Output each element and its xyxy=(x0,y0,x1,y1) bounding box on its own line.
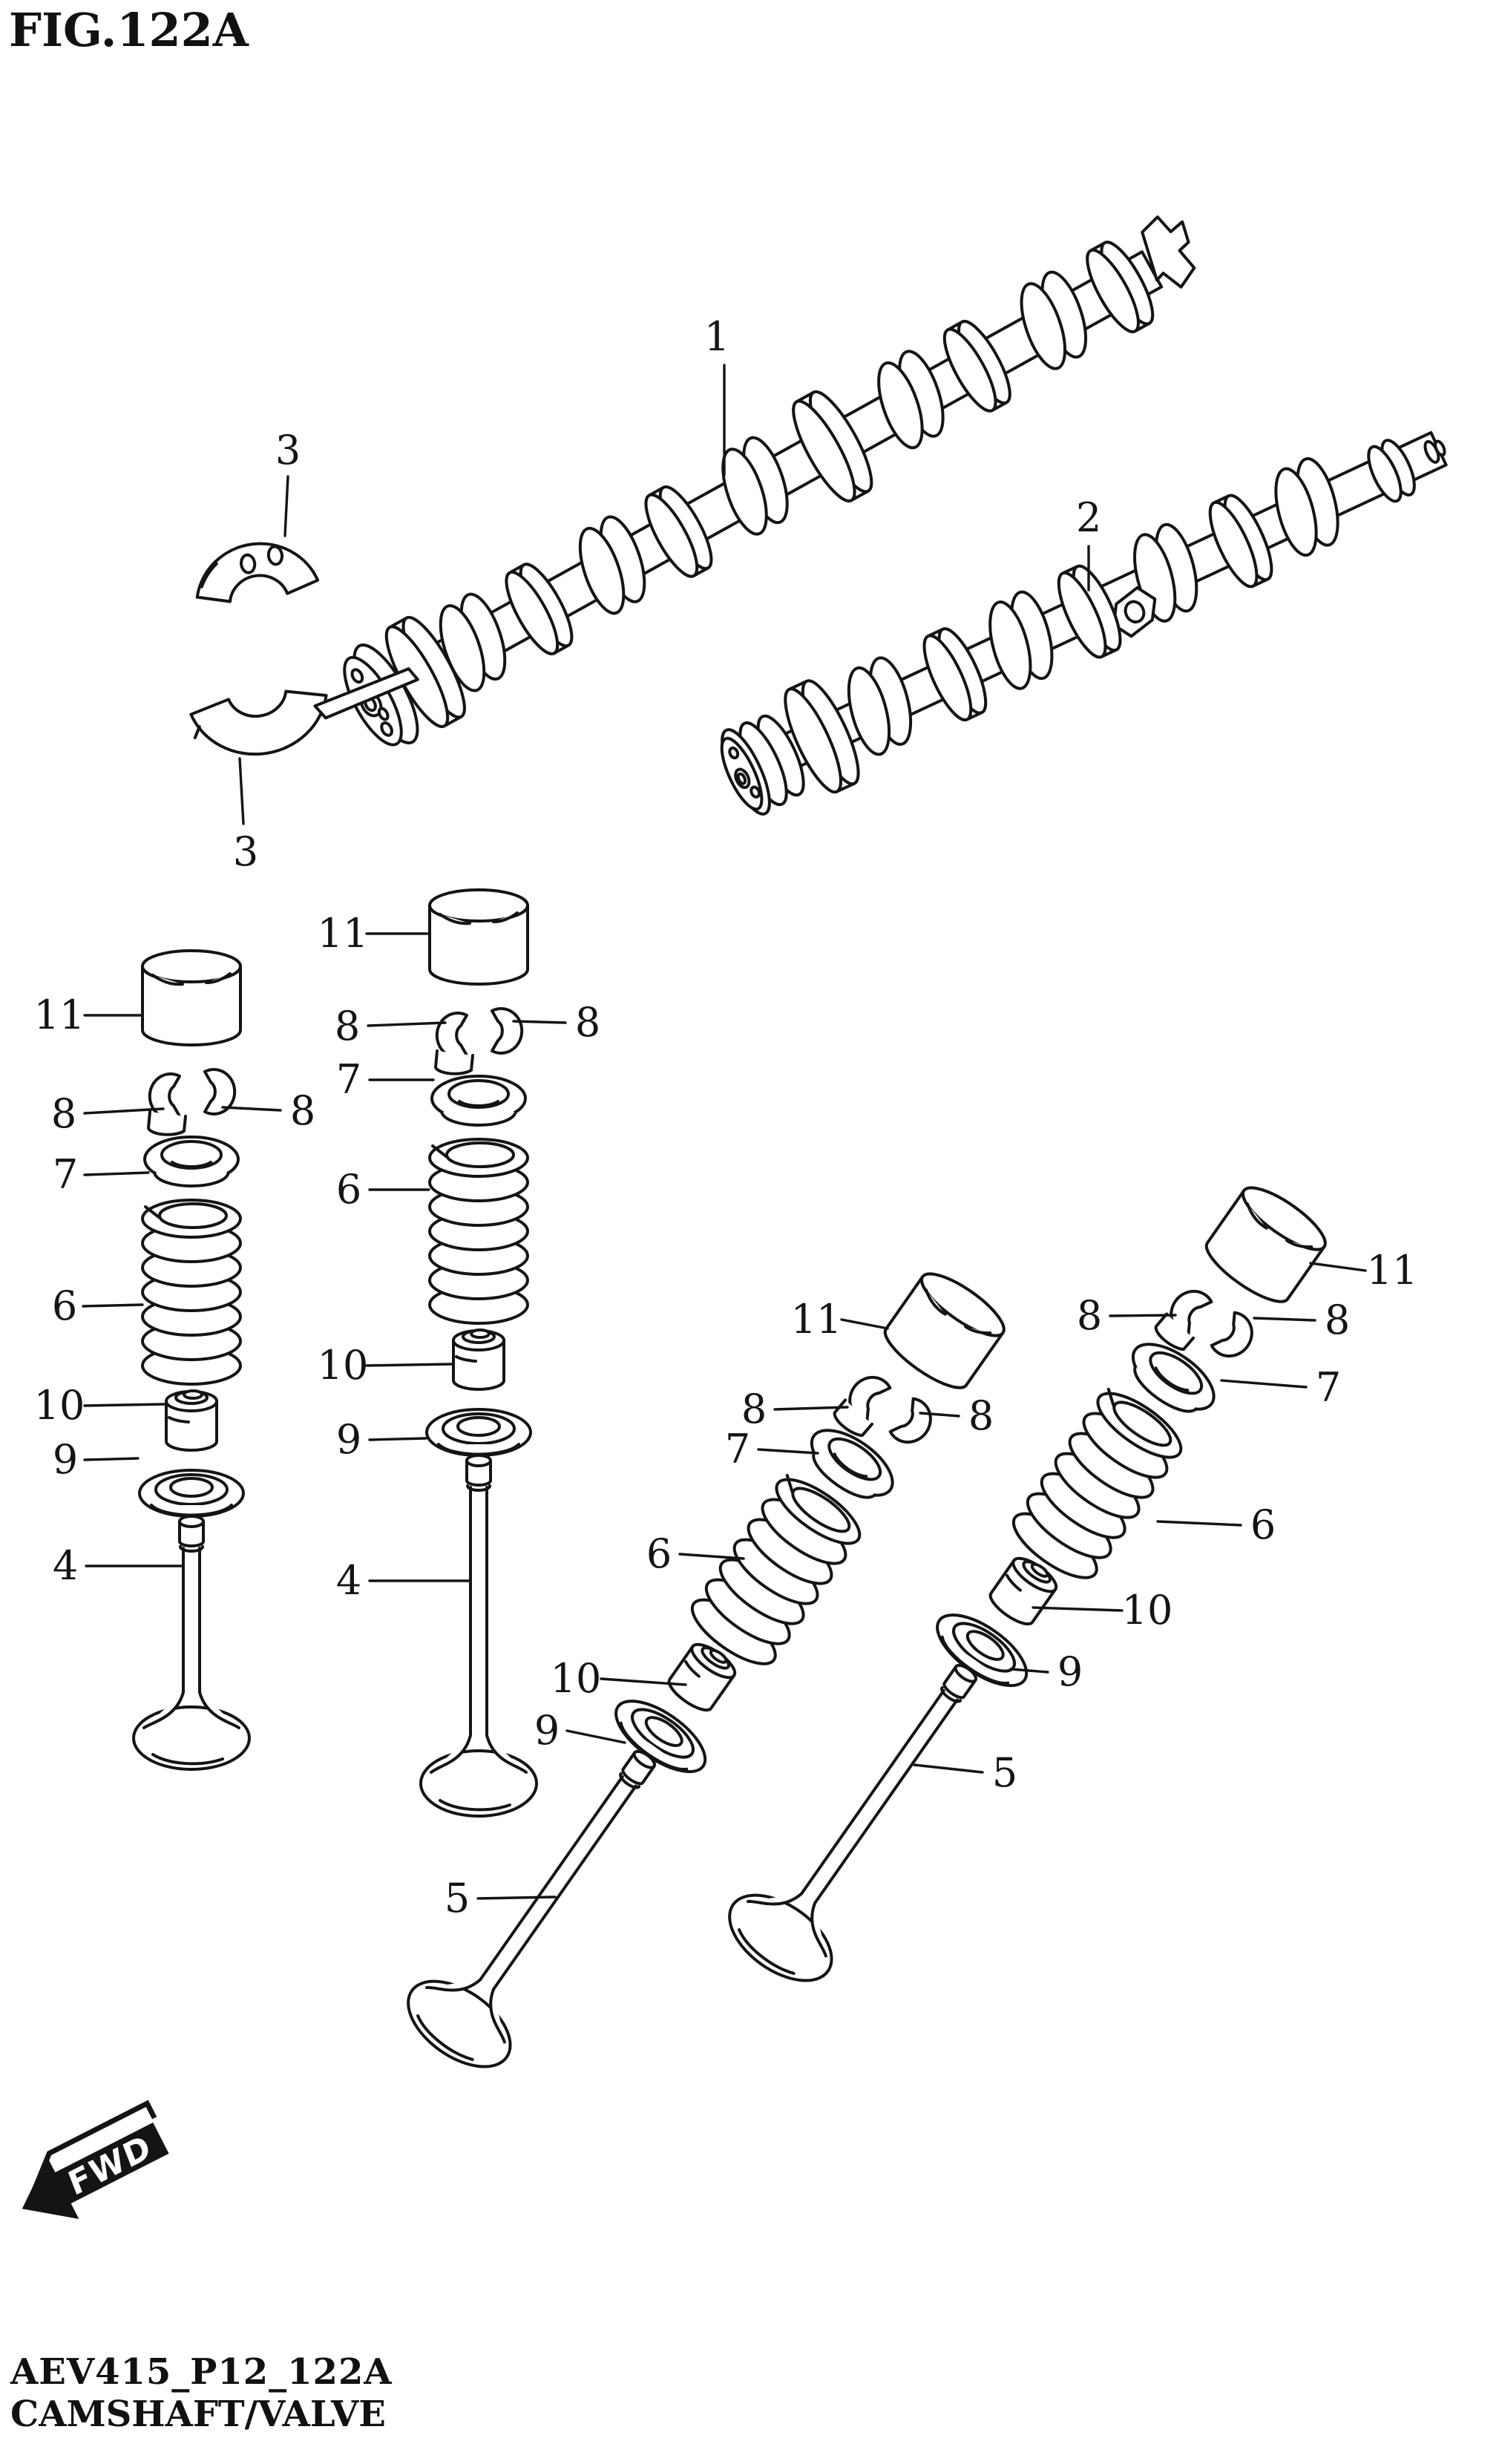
callout-b-cotter-right: 8 xyxy=(512,999,600,1046)
callout-d-retainer: 7 xyxy=(1220,1364,1341,1411)
callout-label: 8 xyxy=(290,1087,315,1134)
callout-label: 7 xyxy=(1316,1364,1341,1411)
callout-label: 2 xyxy=(1076,494,1101,541)
callout-c-seat: 9 xyxy=(534,1707,626,1754)
callout-b-retainer: 7 xyxy=(336,1056,435,1103)
callout-label: 9 xyxy=(336,1416,361,1463)
callout-d-valve: 5 xyxy=(913,1749,1017,1796)
callout-label: 1 xyxy=(704,313,729,360)
callout-label: 8 xyxy=(575,999,600,1046)
callout-a-spring: 6 xyxy=(52,1282,144,1329)
figure-title: FIG.122A xyxy=(9,3,249,57)
callout-b-valve: 4 xyxy=(336,1557,470,1604)
callout-b-seat: 9 xyxy=(336,1416,427,1463)
callout-bearing-upper: 3 xyxy=(275,427,301,537)
callout-label: 11 xyxy=(791,1296,842,1343)
callout-a-seat: 9 xyxy=(53,1436,140,1483)
camshaft-2-drawing xyxy=(720,430,1448,816)
callout-label: 10 xyxy=(551,1655,602,1702)
callout-a-seal: 10 xyxy=(34,1382,166,1429)
fwd-direction-marker: FWD xyxy=(22,2100,169,2219)
figure-code: AEV415_P12_122A xyxy=(10,2351,393,2393)
callout-camshaft-2: 2 xyxy=(1076,494,1101,592)
valve-assembly-a xyxy=(132,949,251,1771)
callout-bearing-lower: 3 xyxy=(233,757,258,875)
callout-camshaft-1: 1 xyxy=(704,313,729,476)
callout-label: 8 xyxy=(335,1003,360,1049)
callout-label: 11 xyxy=(34,992,85,1038)
camshaft-2-front-hub xyxy=(720,714,805,816)
callout-a-cotter-right: 8 xyxy=(221,1087,315,1134)
callout-d-tappet: 11 xyxy=(1309,1247,1418,1294)
callout-d-spring: 6 xyxy=(1156,1501,1276,1548)
callout-b-tappet: 11 xyxy=(318,910,429,957)
callout-label: 4 xyxy=(336,1557,361,1604)
valve-assembly-b xyxy=(419,888,538,1818)
callout-label: 8 xyxy=(968,1392,994,1439)
callout-label: 8 xyxy=(741,1386,767,1432)
callout-d-cotter-left: 8 xyxy=(1077,1292,1177,1339)
callout-label: 6 xyxy=(52,1282,77,1329)
callout-label: 10 xyxy=(318,1342,369,1389)
callout-d-seal: 10 xyxy=(1032,1587,1173,1634)
callout-c-seal: 10 xyxy=(551,1655,687,1702)
callout-label: 5 xyxy=(992,1749,1017,1796)
callout-label: 8 xyxy=(1077,1292,1102,1339)
figure-footer: AEV415_P12_122A CAMSHAFT/VALVE xyxy=(10,2351,393,2435)
callout-b-cotter-left: 8 xyxy=(335,1003,447,1049)
callout-label: 9 xyxy=(53,1436,78,1483)
callout-label: 9 xyxy=(1057,1648,1083,1695)
callouts: 1 2 3 3 11 8 xyxy=(34,313,1418,1921)
callout-a-retainer: 7 xyxy=(53,1151,150,1198)
callout-label: 8 xyxy=(51,1090,76,1137)
callout-label: 4 xyxy=(53,1542,78,1589)
camshaft-1-drawing xyxy=(343,215,1196,747)
callout-label: 6 xyxy=(336,1166,361,1213)
figure-caption: CAMSHAFT/VALVE xyxy=(10,2393,386,2435)
callout-a-valve: 4 xyxy=(53,1542,184,1589)
callout-a-tappet: 11 xyxy=(34,992,142,1038)
callout-c-spring: 6 xyxy=(646,1530,745,1577)
bearing-shell-upper xyxy=(195,542,320,603)
callout-label: 3 xyxy=(233,828,258,875)
callout-b-spring: 6 xyxy=(336,1166,430,1213)
callout-label: 6 xyxy=(646,1530,672,1577)
callout-label: 11 xyxy=(1367,1247,1418,1294)
callout-label: 3 xyxy=(275,427,301,474)
callout-label: 7 xyxy=(53,1151,78,1198)
callout-label: 11 xyxy=(318,910,369,957)
callout-label: 10 xyxy=(1122,1587,1173,1634)
callout-label: 9 xyxy=(534,1707,560,1754)
callout-d-cotter-right: 8 xyxy=(1253,1297,1350,1343)
callout-c-valve: 5 xyxy=(445,1875,557,1921)
bearing-shell-lower xyxy=(189,667,419,756)
callout-a-cotter-left: 8 xyxy=(51,1090,165,1137)
callout-c-cotter-right: 8 xyxy=(919,1392,994,1439)
callout-c-retainer: 7 xyxy=(725,1426,819,1472)
callout-d-seat: 9 xyxy=(1009,1648,1083,1695)
callout-b-seal: 10 xyxy=(318,1342,453,1389)
callout-label: 6 xyxy=(1250,1501,1276,1548)
callout-c-cotter-left: 8 xyxy=(741,1386,849,1432)
callout-label: 7 xyxy=(725,1426,750,1472)
callout-label: 7 xyxy=(336,1056,361,1103)
callout-label: 8 xyxy=(1325,1297,1350,1343)
callout-label: 10 xyxy=(34,1382,85,1429)
callout-label: 5 xyxy=(445,1875,470,1921)
callout-c-tappet: 11 xyxy=(791,1296,889,1343)
